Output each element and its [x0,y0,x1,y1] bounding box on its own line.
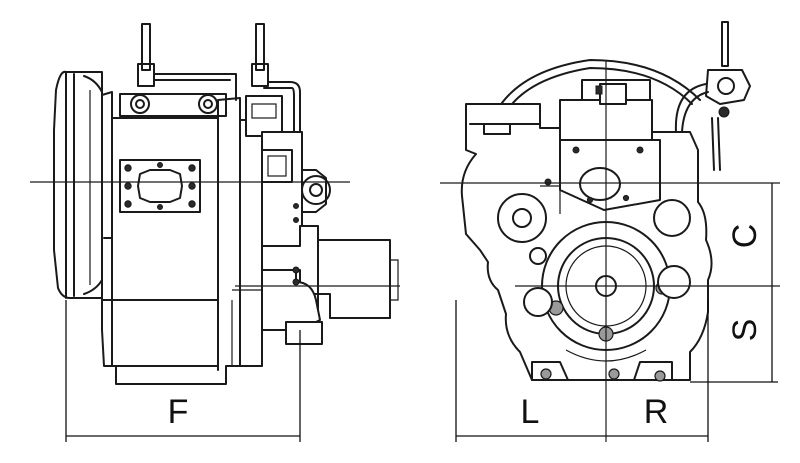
upper-arch-pipe-inner [505,67,693,113]
dimension-label-s: S [726,319,764,342]
flywheel-housing [53,70,103,299]
dimension-label-r: R [644,393,669,431]
dimension-label-c: C [726,224,764,249]
output-shaft [261,225,399,345]
rear-cover [261,131,331,247]
front-view: L R C S [440,21,780,442]
dimension-f [65,300,301,442]
valve-block [559,83,661,211]
top-fittings [119,23,301,151]
dimension-label-f: F [168,393,189,431]
left-bosses [497,178,691,265]
upper-arch-pipe [495,59,701,113]
side-view: F [30,23,400,442]
dimension-l-r [455,300,709,442]
gearbox-housing [101,91,263,385]
dimension-label-l: L [521,393,540,431]
control-lever [674,21,751,171]
mounting-plate [119,159,201,213]
dimension-c-s [690,183,778,383]
mounting-feet [531,349,673,382]
